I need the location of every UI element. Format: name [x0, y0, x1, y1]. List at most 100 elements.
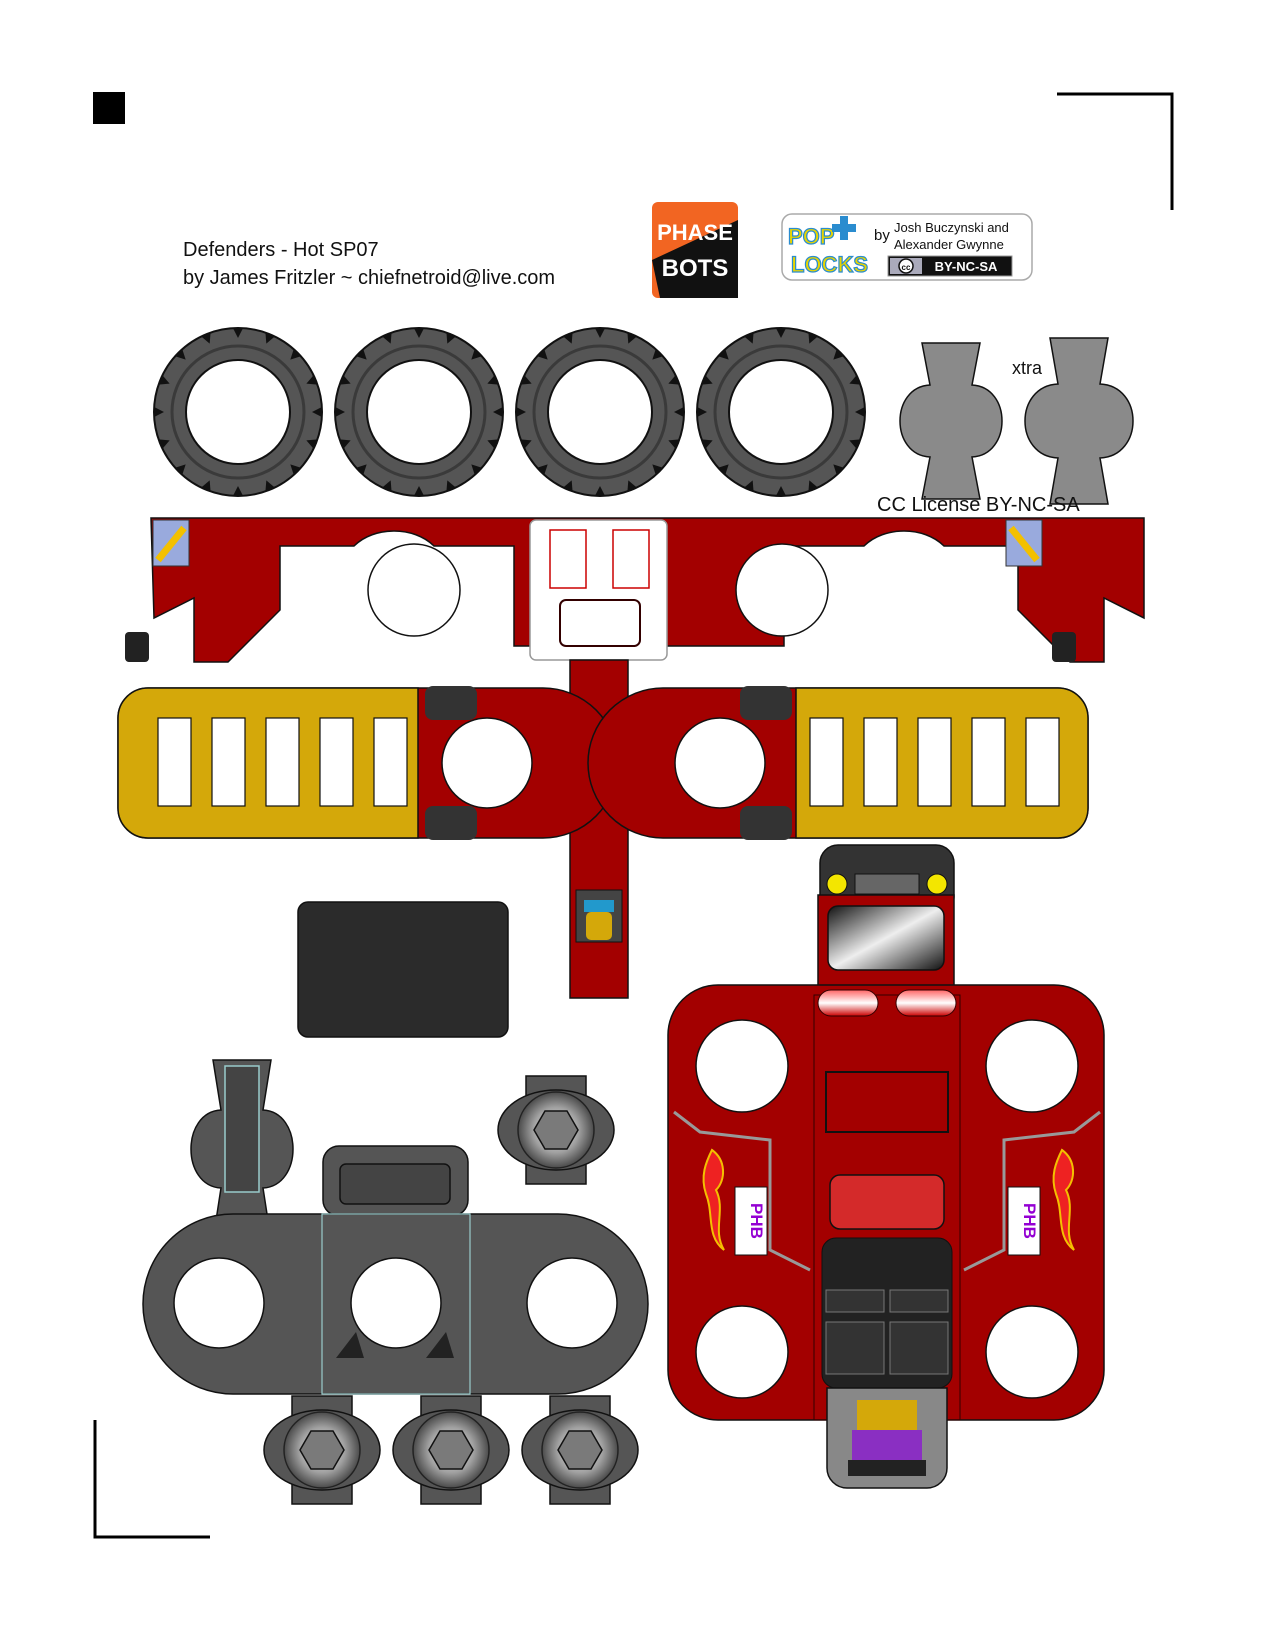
tire-tread-3 — [516, 328, 684, 496]
tread-mark — [775, 328, 787, 338]
tread-mark — [413, 328, 425, 338]
xtra-label: xtra — [1012, 358, 1043, 378]
tread-mark — [744, 480, 754, 492]
poplocks-by: by — [874, 227, 890, 244]
tread-mark — [446, 480, 456, 492]
tread-mark — [306, 439, 318, 449]
cc-badge-text: BY-NC-SA — [935, 259, 998, 274]
tread-mark — [413, 486, 425, 496]
tread-mark — [701, 439, 713, 449]
tread-mark — [833, 349, 844, 360]
hub-1 — [497, 1075, 615, 1185]
tire-tread-1 — [154, 328, 322, 496]
tread-mark — [356, 349, 367, 360]
tread-mark — [265, 480, 275, 492]
tread-mark — [158, 439, 170, 449]
tread-mark — [290, 464, 301, 475]
tread-mark — [312, 406, 322, 418]
tread-mark — [744, 332, 754, 344]
tread-mark — [471, 464, 482, 475]
tread-mark — [718, 464, 729, 475]
hub-3 — [392, 1395, 510, 1505]
tread-mark — [775, 486, 787, 496]
tread-mark — [265, 332, 275, 344]
tire-tread-4 — [697, 328, 865, 496]
registration-square — [93, 92, 125, 124]
tread-mark — [471, 349, 482, 360]
connector-pieces — [899, 337, 1134, 505]
tread-mark — [516, 406, 526, 418]
tread-mark — [808, 480, 818, 492]
tread-mark — [537, 464, 548, 475]
tread-mark — [446, 332, 456, 344]
tread-mark — [697, 406, 707, 418]
tread-mark — [594, 328, 606, 338]
tread-mark — [339, 439, 351, 449]
title-line-2: by James Fritzler ~ chiefnetroid@live.co… — [183, 267, 556, 289]
tread-mark — [382, 332, 392, 344]
side-arm-right — [587, 686, 1089, 840]
poplocks-pop: POP — [788, 224, 834, 249]
decal-left: PHB — [747, 1203, 766, 1239]
poplocks-plus-icon — [832, 216, 856, 240]
tread-mark — [594, 486, 606, 496]
tread-mark — [175, 464, 186, 475]
tread-mark — [718, 349, 729, 360]
tread-mark — [563, 332, 573, 344]
tread-mark — [701, 375, 713, 385]
tread-mark — [674, 406, 684, 418]
tread-mark — [668, 439, 680, 449]
connector-2 — [1024, 337, 1134, 505]
sheet-title: Defenders - Hot SP07 by James Fritzler ~… — [183, 236, 555, 292]
tread-mark — [382, 480, 392, 492]
tread-mark — [290, 349, 301, 360]
tread-mark — [652, 464, 663, 475]
tread-mark — [487, 375, 499, 385]
tread-mark — [232, 486, 244, 496]
tire-tread-2 — [335, 328, 503, 496]
phasebots-line2: BOTS — [662, 255, 729, 282]
poplocks-authors-2: Alexander Gwynne — [894, 237, 1004, 252]
tread-mark — [154, 406, 164, 418]
tread-mark — [306, 375, 318, 385]
phasebots-logo: PHASE BOTS — [652, 202, 738, 298]
bumper-right-icon — [1052, 632, 1076, 662]
svg-text:cc: cc — [902, 263, 911, 272]
poplocks-authors-1: Josh Buczynski and — [894, 220, 1009, 235]
side-arm-left — [117, 686, 619, 840]
tread-mark — [493, 406, 503, 418]
tires — [152, 326, 867, 498]
tread-mark — [335, 406, 345, 418]
corner-mark-bottom-left — [93, 1420, 210, 1539]
tread-mark — [201, 332, 211, 344]
tread-mark — [175, 349, 186, 360]
hub-2 — [263, 1395, 381, 1505]
corner-mark-top-right — [1057, 92, 1174, 210]
tread-mark — [487, 439, 499, 449]
license-label: CC License BY-NC-SA — [877, 494, 1080, 516]
cc-icon — [898, 258, 914, 274]
tread-mark — [356, 464, 367, 475]
tread-mark — [563, 480, 573, 492]
small-connector — [190, 1059, 294, 1241]
tread-mark — [808, 332, 818, 344]
lower-bar-piece — [142, 1145, 649, 1395]
tread-mark — [232, 328, 244, 338]
tread-mark — [158, 375, 170, 385]
decal-right: PHB — [1020, 1203, 1039, 1239]
poplocks-logo: POP LOCKS by Josh Buczynski and Alexande… — [781, 213, 1033, 281]
tread-mark — [627, 332, 637, 344]
hub-4 — [521, 1395, 639, 1505]
tread-mark — [520, 375, 532, 385]
connector-1 — [899, 342, 1003, 500]
tread-mark — [855, 406, 865, 418]
tread-mark — [537, 349, 548, 360]
tread-mark — [668, 375, 680, 385]
tread-mark — [833, 464, 844, 475]
tread-mark — [520, 439, 532, 449]
tread-mark — [652, 349, 663, 360]
main-body-piece: PHB PHB — [667, 844, 1105, 1489]
black-panel — [297, 901, 509, 1038]
phasebots-line1: PHASE — [657, 220, 733, 245]
